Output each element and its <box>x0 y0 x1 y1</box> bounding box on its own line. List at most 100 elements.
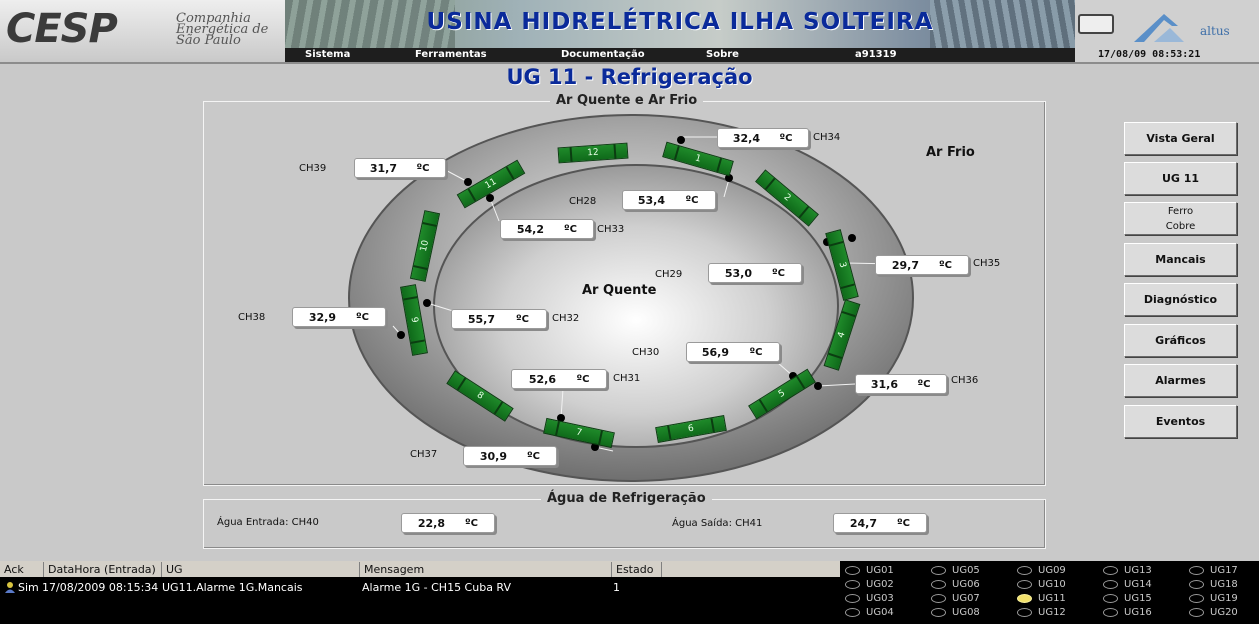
unit-ug13[interactable]: UG13 <box>1103 565 1152 576</box>
mancais-button[interactable]: Mancais <box>1124 243 1237 276</box>
label-ch35: CH35 <box>973 258 1001 269</box>
water-outlet-label: Água Saída: CH41 <box>672 518 763 529</box>
unit-ug05[interactable]: UG05 <box>931 565 980 576</box>
unit-label: UG17 <box>1210 565 1238 576</box>
col-ack[interactable]: Ack <box>0 562 44 577</box>
unit-ug02[interactable]: UG02 <box>845 579 894 590</box>
unit-label: UG05 <box>952 565 980 576</box>
unit-label: UG02 <box>866 579 894 590</box>
unit-ug01[interactable]: UG01 <box>845 565 894 576</box>
status-led-icon <box>845 594 860 603</box>
ug11-button[interactable]: UG 11 <box>1124 162 1237 195</box>
altus-brand: altus <box>1200 24 1230 38</box>
unit-ug03[interactable]: UG03 <box>845 593 894 604</box>
menu-documentacao[interactable]: Documentação <box>561 49 645 60</box>
status-led-icon <box>1103 608 1118 617</box>
plant-title: USINA HIDRELÉTRICA ILHA SOLTEIRA <box>426 9 934 35</box>
label-ch36: CH36 <box>951 375 979 386</box>
unit-ug19[interactable]: UG19 <box>1189 593 1238 604</box>
unit-ug15[interactable]: UG15 <box>1103 593 1152 604</box>
dam-photo-right <box>930 0 1075 48</box>
label-ch30: CH30 <box>632 347 660 358</box>
status-led-icon <box>1017 608 1032 617</box>
unit-ug04[interactable]: UG04 <box>845 607 894 618</box>
menu-bar <box>285 48 1075 62</box>
status-led-icon <box>1189 580 1204 589</box>
label-ch33: CH33 <box>597 224 625 235</box>
col-datahora[interactable]: DataHora (Entrada) <box>44 562 162 577</box>
status-led-icon <box>1017 566 1032 575</box>
unit-ug08[interactable]: UG08 <box>931 607 980 618</box>
unit-label: UG15 <box>1124 593 1152 604</box>
printer-icon[interactable] <box>1078 14 1114 34</box>
eventos-button[interactable]: Eventos <box>1124 405 1237 438</box>
unit-ug14[interactable]: UG14 <box>1103 579 1152 590</box>
cold-air-label: Ar Frio <box>926 145 975 160</box>
altus-logo-icon <box>1134 14 1184 42</box>
col-mensagem[interactable]: Mensagem <box>360 562 612 577</box>
diagnostico-button[interactable]: Diagnóstico <box>1124 283 1237 316</box>
alarmes-button[interactable]: Alarmes <box>1124 364 1237 397</box>
status-led-icon <box>931 566 946 575</box>
unit-ug12[interactable]: UG12 <box>1017 607 1066 618</box>
label-ch32: CH32 <box>552 313 580 324</box>
label-ch37: CH37 <box>410 449 438 460</box>
status-led-icon <box>1017 594 1032 603</box>
label-ch31: CH31 <box>613 373 641 384</box>
unit-label: UG01 <box>866 565 894 576</box>
unit-label: UG04 <box>866 607 894 618</box>
label-ch28: CH28 <box>569 196 597 207</box>
menu-sistema[interactable]: Sistema <box>305 49 351 60</box>
water-frame-label: Água de Refrigeração <box>541 491 712 506</box>
unit-ug17[interactable]: UG17 <box>1189 565 1238 576</box>
status-led-icon <box>1103 580 1118 589</box>
unit-ug06[interactable]: UG06 <box>931 579 980 590</box>
ferro-cobre-button[interactable]: Ferro Cobre <box>1124 202 1237 235</box>
ack-user-icon <box>5 582 15 593</box>
unit-ug18[interactable]: UG18 <box>1189 579 1238 590</box>
dam-photo-left <box>285 0 455 48</box>
graficos-button[interactable]: Gráficos <box>1124 324 1237 357</box>
menu-sobre[interactable]: Sobre <box>706 49 739 60</box>
label-ch39: CH39 <box>299 163 327 174</box>
col-ug[interactable]: UG <box>162 562 360 577</box>
unit-label: UG07 <box>952 593 980 604</box>
status-led-icon <box>1103 594 1118 603</box>
unit-ug10[interactable]: UG10 <box>1017 579 1066 590</box>
label-ch38: CH38 <box>238 312 266 323</box>
label-ch29: CH29 <box>655 269 683 280</box>
menu-ferramentas[interactable]: Ferramentas <box>415 49 487 60</box>
unit-label: UG11 <box>1038 593 1066 604</box>
datetime: 17/08/09 08:53:21 <box>1098 49 1201 60</box>
vista-geral-button[interactable]: Vista Geral <box>1124 122 1237 155</box>
alarm-ug: UG11.Alarme 1G.Mancais <box>162 581 303 594</box>
unit-label: UG03 <box>866 593 894 604</box>
status-led-icon <box>845 608 860 617</box>
unit-ug07[interactable]: UG07 <box>931 593 980 604</box>
unit-label: UG20 <box>1210 607 1238 618</box>
user-id: a91319 <box>855 49 897 60</box>
unit-label: UG18 <box>1210 579 1238 590</box>
unit-ug16[interactable]: UG16 <box>1103 607 1152 618</box>
status-led-icon <box>845 566 860 575</box>
col-estado[interactable]: Estado <box>612 562 662 577</box>
unit-ug20[interactable]: UG20 <box>1189 607 1238 618</box>
unit-ug11[interactable]: UG11 <box>1017 593 1066 604</box>
alarm-table-header <box>0 561 840 577</box>
unit-label: UG12 <box>1038 607 1066 618</box>
unit-ug09[interactable]: UG09 <box>1017 565 1066 576</box>
header: CESP Companhia Energética de São Paulo U… <box>0 0 1259 64</box>
